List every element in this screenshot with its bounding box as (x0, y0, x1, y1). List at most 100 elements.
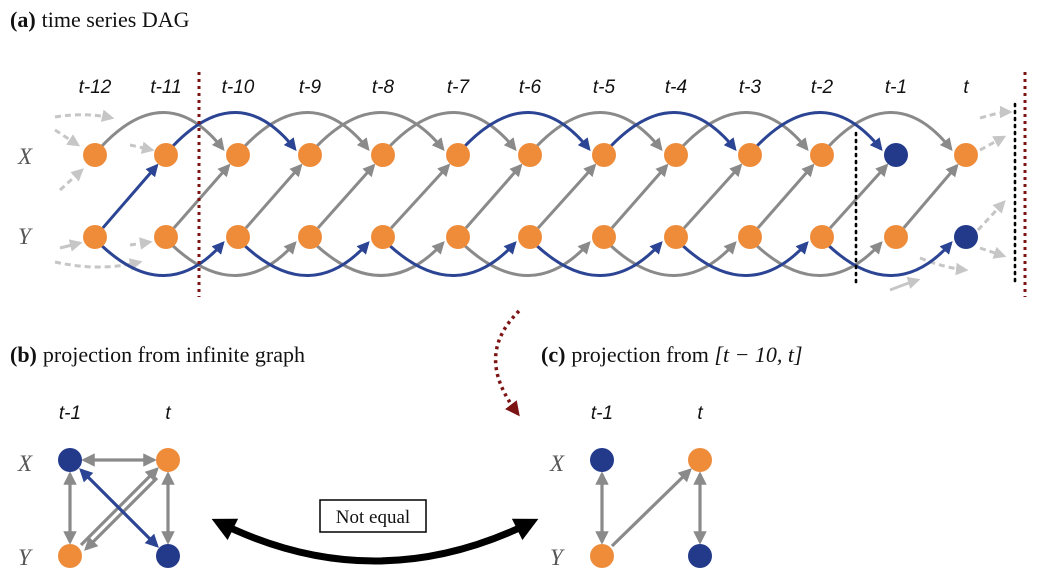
panel-a-node-x (446, 143, 470, 167)
edge-y-lag2 (680, 241, 809, 277)
edge-x-lag2 (314, 111, 445, 151)
edge-truncated (979, 135, 1007, 152)
edge-truncated (54, 109, 115, 122)
panel-a-node-y (446, 225, 470, 249)
edge-truncated (889, 276, 921, 292)
panel-a-title: (a)time series DAG (10, 7, 190, 32)
edge-y-to-x-diagonal (756, 163, 815, 229)
edge-x-lag2 (242, 111, 370, 151)
panel-a-title-text: time series DAG (42, 7, 190, 32)
panel-b-label-x: X (17, 451, 33, 476)
edge-y-lag2 (314, 241, 445, 277)
panel-a-node-x (738, 143, 762, 167)
panel-b-node-x-t-1 (58, 448, 82, 472)
panel-a-time-label: t-10 (222, 77, 255, 98)
panel-a-time-label: t-7 (447, 77, 471, 98)
panel-c-title-text: projection from (571, 342, 714, 367)
panel-a-nodes (83, 143, 978, 249)
panel-b-title-text: projection from infinite graph (43, 342, 305, 367)
panel-a-node-x (810, 143, 834, 167)
edge-truncated (54, 128, 81, 147)
edge-y-to-x-diagonal (244, 163, 303, 229)
panel-a-time-label: t (963, 77, 969, 98)
projection-arrow (493, 309, 521, 417)
panel-a-node-x (518, 143, 542, 167)
edge-y-lag2 (387, 241, 517, 277)
panel-a-time-label: t-12 (79, 77, 112, 98)
edge-x-lag2 (826, 111, 953, 151)
panel-c-title: (c)projection from [t − 10, t] (541, 342, 803, 367)
comparison-box (319, 499, 427, 533)
panel-a-time-label: t-9 (299, 77, 322, 98)
panel-a-node-x (83, 143, 107, 167)
panel-b-label-y: Y (18, 545, 33, 570)
panel-b-node-x-t (156, 448, 180, 472)
panel-b-node-y-t (156, 544, 180, 568)
edge-y-lag2 (99, 241, 225, 277)
panel-b-title: (b)projection from infinite graph (10, 342, 305, 367)
panel-b-edges (63, 453, 175, 551)
edge-y-to-x-diagonal (389, 163, 451, 230)
edge-truncated (58, 168, 84, 192)
edge-y-to-x-diagonal (172, 163, 231, 229)
edge-y-lag2 (462, 241, 591, 277)
panel-b-time-t-1: t-1 (59, 403, 81, 424)
panel-b-node-y-t-1 (58, 544, 82, 568)
panel-a-time-label: t-11 (150, 77, 181, 98)
panel-a-node-x (884, 143, 908, 167)
edge-truncated (976, 200, 1006, 232)
comparison-arrow (211, 518, 539, 565)
panel-a-node-y (592, 225, 616, 249)
edge-y-lag2 (754, 241, 883, 277)
edge-truncated (979, 246, 1007, 259)
panel-a-node-y (83, 225, 107, 249)
edge-truncated (59, 239, 83, 252)
panel-a-node-y (954, 225, 978, 249)
panel-a-time-label: t-4 (665, 77, 687, 98)
panel-a-node-x (226, 143, 250, 167)
panel-a-time-label: t-1 (885, 77, 907, 98)
panel-c-node-x-t-1 (590, 448, 614, 472)
edge-truncated (919, 256, 969, 276)
panel-c-time-t-1: t-1 (591, 403, 613, 424)
panel-a-time-label: t-2 (811, 77, 834, 98)
edge-x-lag2 (387, 111, 517, 151)
panel-b-time-t: t (165, 403, 171, 424)
edge-x-lag2 (170, 111, 297, 151)
panel-a-node-y (884, 225, 908, 249)
edge-y-to-x-diagonal (828, 163, 889, 230)
edge-y-to-x-diagonal (682, 163, 743, 230)
panel-a-node-x (592, 143, 616, 167)
panel-a-edges-dashed (54, 105, 1013, 292)
panel-a-node-x (154, 143, 178, 167)
panel-a-node-y (738, 225, 762, 249)
panel-b-edge-x-to-y (84, 476, 159, 551)
edge-x-lag2 (680, 111, 809, 151)
edge-truncated (54, 258, 143, 271)
edge-truncated (129, 237, 153, 250)
panel-c-label-y: Y (550, 545, 565, 570)
comparison-label: Not equal (336, 507, 410, 528)
panel-a-node-y (664, 225, 688, 249)
panel-a-label-y: Y (18, 224, 33, 249)
panel-a-time-label: t-8 (372, 77, 395, 98)
panel-a-node-x (664, 143, 688, 167)
edge-y-to-x-diagonal (101, 163, 159, 229)
panel-a-time-label: t-5 (593, 77, 616, 98)
panel-a-time-label: t-3 (739, 77, 762, 98)
panel-a-node-y (226, 225, 250, 249)
panel-a-node-x (954, 143, 978, 167)
panel-a-node-y (154, 225, 178, 249)
panel-c-label-x: X (549, 451, 565, 476)
edge-y-to-x-diagonal (316, 163, 376, 230)
edge-x-lag2 (462, 111, 591, 151)
edge-truncated (129, 141, 155, 154)
panel-c-edge-y-to-x (610, 468, 692, 548)
edge-x-lag2 (754, 111, 883, 151)
edge-y-to-x-diagonal (902, 163, 959, 229)
panel-c-node-y-t (688, 544, 712, 568)
edge-y-to-x-diagonal (610, 163, 669, 229)
panel-c-title-math: [t − 10, t] (714, 342, 802, 367)
